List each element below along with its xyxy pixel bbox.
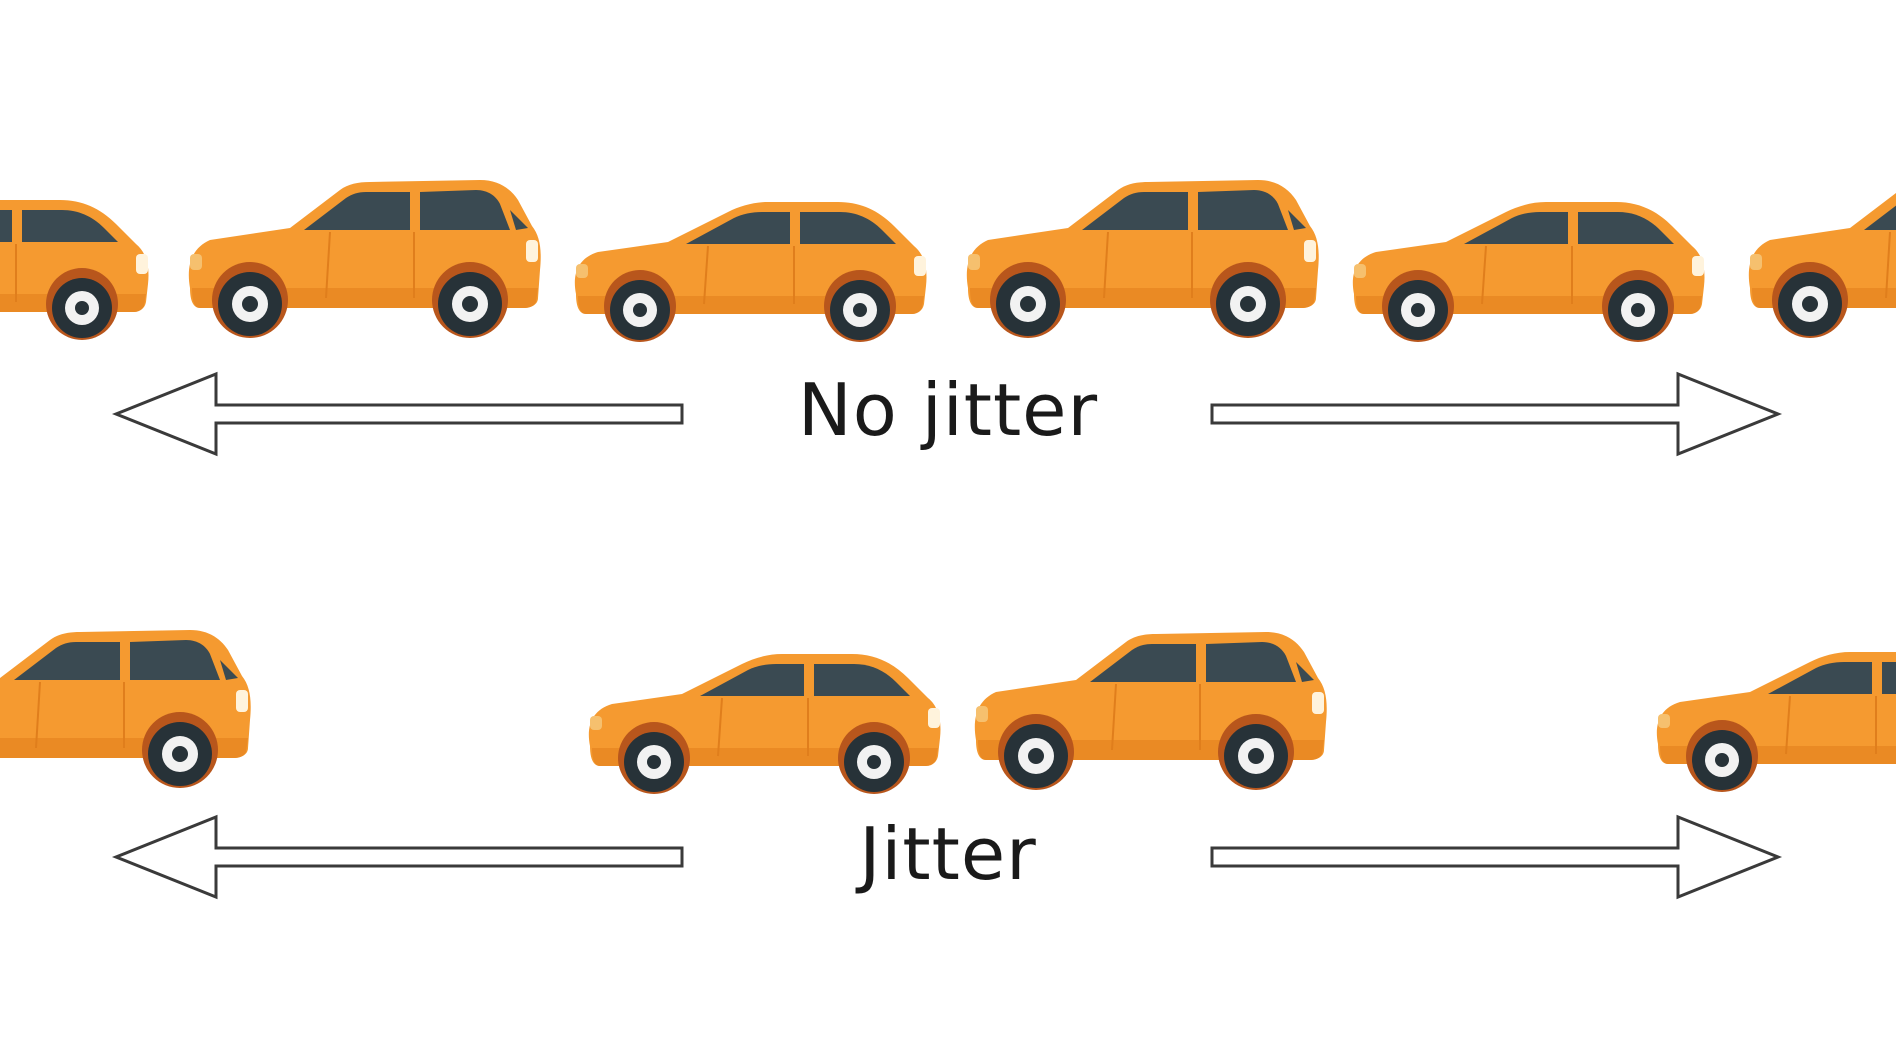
car-icon-no-jitter-6 xyxy=(1748,193,1896,338)
car-icon-jitter-4 xyxy=(1656,652,1896,792)
car-icon-jitter-3 xyxy=(974,632,1327,790)
car-icon-no-jitter-4 xyxy=(966,180,1319,338)
car-icon-no-jitter-3 xyxy=(574,202,927,342)
cars-layer xyxy=(0,180,1896,794)
double-arrow-left-icon-jitter xyxy=(111,814,684,900)
double-arrow-left-icon-no-jitter xyxy=(111,371,684,457)
double-arrow-right-icon-jitter xyxy=(1210,814,1783,900)
car-icon-no-jitter-2 xyxy=(188,180,541,338)
car-icon-jitter-1 xyxy=(0,630,251,788)
car-icon-jitter-2 xyxy=(588,654,941,794)
double-arrow-right-icon-no-jitter xyxy=(1210,371,1783,457)
car-icon-no-jitter-1 xyxy=(0,200,149,340)
car-icon-no-jitter-5 xyxy=(1352,202,1705,342)
row-label-jitter: Jitter xyxy=(859,812,1037,896)
arrows-layer xyxy=(111,371,1783,900)
row-label-no-jitter: No jitter xyxy=(797,368,1099,452)
